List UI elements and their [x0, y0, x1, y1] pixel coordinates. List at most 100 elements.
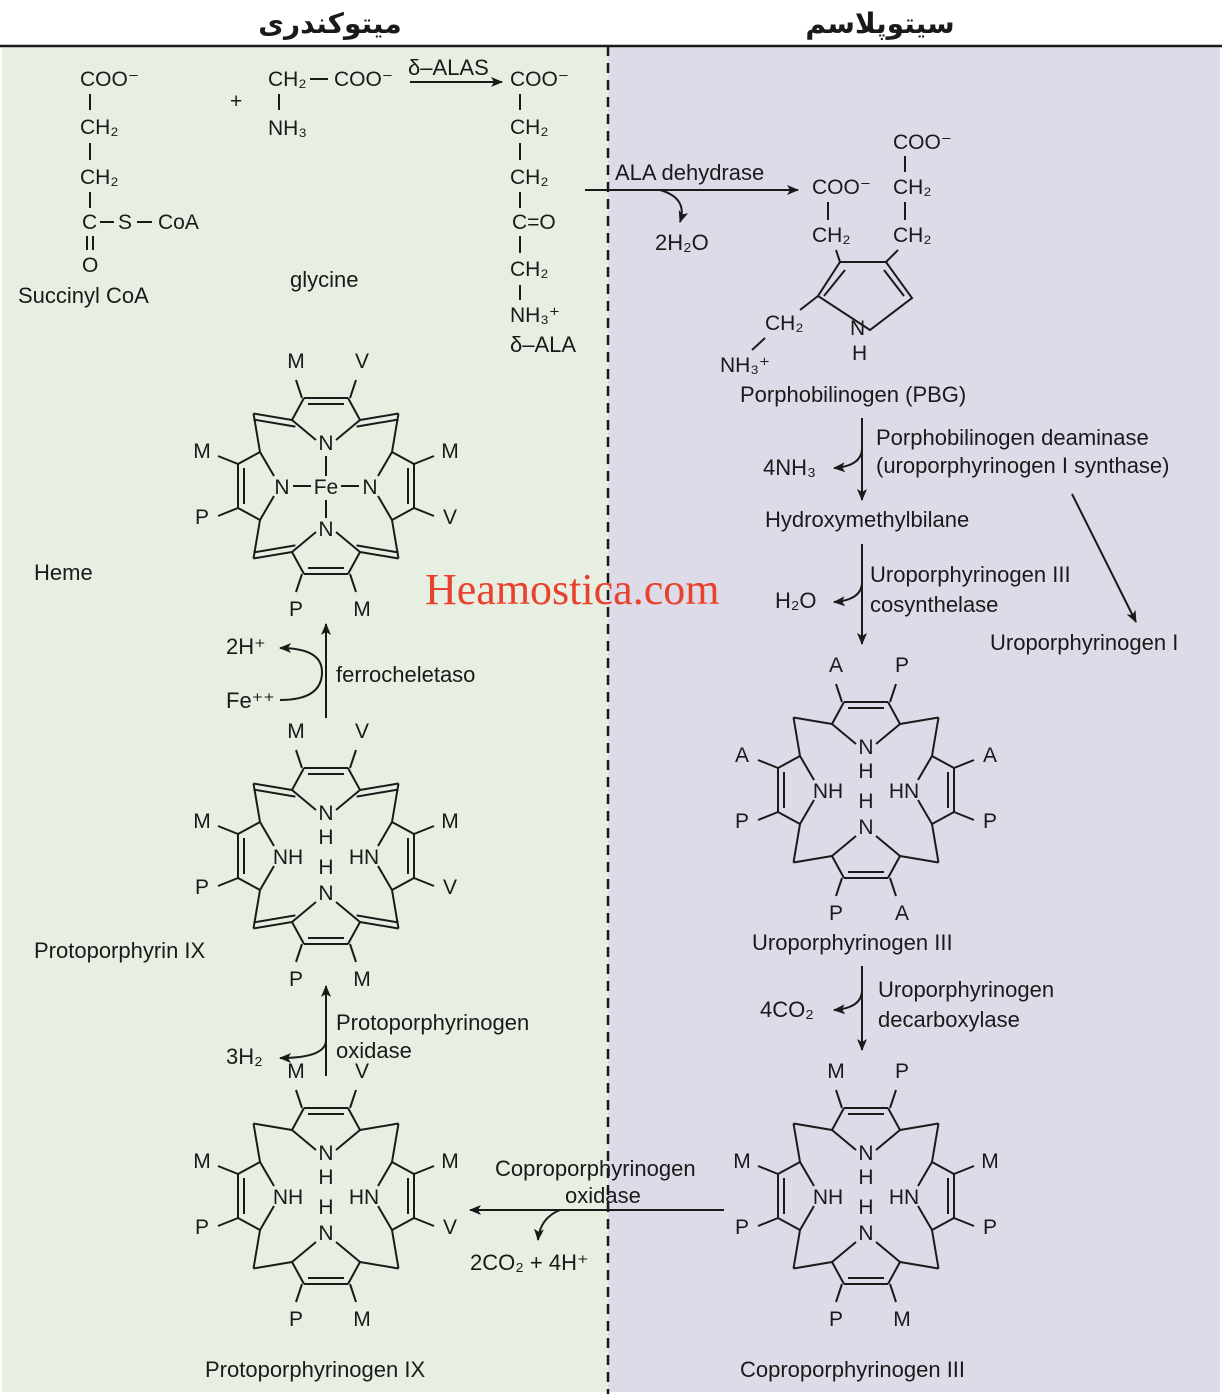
substituent-p: P: [289, 1308, 303, 1331]
substituent-p: P: [195, 876, 209, 899]
svg-text:COO⁻: COO⁻: [510, 68, 569, 91]
svg-text:CH₂: CH₂: [893, 224, 931, 247]
ring-nitrogen: N: [318, 518, 333, 541]
substituent-m: M: [441, 810, 459, 833]
byproduct-co2: 4CO₂: [760, 997, 814, 1022]
ring-nh: HN: [349, 1186, 379, 1209]
svg-text:CH₂: CH₂: [268, 68, 306, 91]
byproduct-water2: 2H₂O: [655, 230, 709, 255]
enzyme-copro-oxidase-2: oxidase: [565, 1183, 641, 1208]
svg-text:N: N: [850, 317, 865, 340]
enzyme-ferrochelatase: ferrocheletaso: [336, 662, 475, 687]
svg-text:NH₃⁺: NH₃⁺: [720, 354, 770, 377]
succinyl-coa-structure: COO⁻ CH₂ CH₂ C S CoA O: [80, 68, 199, 277]
ring-nh: HN: [349, 846, 379, 869]
substituent-p: P: [983, 1216, 997, 1239]
ring-hydrogen: H: [318, 1196, 333, 1219]
svg-text:COO⁻: COO⁻: [812, 176, 871, 199]
enzyme-cosynthase-2: cosynthelase: [870, 592, 998, 617]
substituent-v: V: [443, 1216, 457, 1239]
proto9-label: Protoporphyrin IX: [34, 938, 206, 963]
substituent-p: P: [829, 1308, 843, 1331]
substituent-m: M: [287, 1060, 305, 1083]
glycine-label: glycine: [290, 267, 358, 292]
substituent-m: M: [827, 1060, 845, 1083]
svg-text:H: H: [852, 342, 867, 365]
enzyme-copro-oxidase-1: Coproporphyrinogen: [495, 1156, 696, 1181]
pbg-label: Porphobilinogen (PBG): [740, 382, 966, 407]
ring-nitrogen: N: [274, 476, 289, 499]
plus-sign: +: [230, 90, 242, 113]
substituent-v: V: [355, 720, 369, 743]
svg-text:COO⁻: COO⁻: [80, 68, 139, 91]
substrate-fe: Fe⁺⁺: [226, 688, 275, 713]
enzyme-proto-oxidase-2: oxidase: [336, 1038, 412, 1063]
ring-nitrogen: N: [318, 802, 333, 825]
svg-text:CH₂: CH₂: [510, 258, 548, 281]
watermark: Heamostica.com: [425, 565, 719, 614]
svg-text:CH₂: CH₂: [765, 312, 803, 335]
arrow-ammonia-release: [833, 447, 863, 473]
ring-nitrogen: N: [858, 1222, 873, 1245]
arrow-co2-release: [833, 989, 863, 1015]
substituent-m: M: [441, 1150, 459, 1173]
d-ala-structure: COO⁻ CH₂ CH₂ C=O CH₂ NH₃⁺: [510, 68, 569, 327]
substituent-m: M: [193, 1150, 211, 1173]
substituent-a: A: [895, 902, 909, 925]
substituent-v: V: [443, 506, 457, 529]
svg-text:COO⁻: COO⁻: [893, 131, 952, 154]
ring-nitrogen: N: [858, 816, 873, 839]
substituent-m: M: [353, 598, 371, 621]
substituent-m: M: [287, 350, 305, 373]
enzyme-alas: δ–ALAS: [408, 55, 489, 80]
enzyme-decarboxylase-2: decarboxylase: [878, 1007, 1020, 1032]
arrow-co2-h-release: [534, 1209, 561, 1241]
svg-text:O: O: [82, 254, 98, 277]
substituent-v: V: [443, 876, 457, 899]
ring-nh: NH: [273, 1186, 303, 1209]
cytoplasm-panel: [608, 46, 1220, 1392]
svg-text:CH₂: CH₂: [80, 116, 118, 139]
enzyme-decarboxylase-1: Uroporphyrinogen: [878, 977, 1054, 1002]
svg-text:C=O: C=O: [512, 211, 556, 234]
byproduct-ammonia: 4NH₃: [763, 455, 816, 480]
substituent-m: M: [353, 968, 371, 991]
svg-text:CH₂: CH₂: [812, 224, 850, 247]
substituent-m: M: [193, 440, 211, 463]
ring-nitrogen: N: [858, 736, 873, 759]
svg-text:NH₃⁺: NH₃⁺: [510, 304, 560, 327]
substituent-a: A: [735, 744, 749, 767]
substituent-v: V: [355, 1060, 369, 1083]
ring-hydrogen: H: [318, 856, 333, 879]
uro3-label: Uroporphyrinogen III: [752, 930, 953, 955]
enzyme-proto-oxidase-1: Protoporphyrinogen: [336, 1010, 529, 1035]
byproduct-water: H₂O: [775, 588, 817, 613]
substituent-p: P: [895, 654, 909, 677]
svg-text:COO⁻: COO⁻: [334, 68, 393, 91]
substituent-p: P: [735, 810, 749, 833]
heme-label: Heme: [34, 560, 93, 585]
substituent-p: P: [289, 598, 303, 621]
ring-nh: NH: [273, 846, 303, 869]
enzyme-pbg-deaminase-2: (uroporphyrinogen I synthase): [876, 453, 1170, 478]
ring-nitrogen: N: [318, 1142, 333, 1165]
ring-nitrogen: N: [858, 1142, 873, 1165]
iron-atom: Fe: [314, 476, 339, 499]
substituent-m: M: [733, 1150, 751, 1173]
substituent-p: P: [289, 968, 303, 991]
protogen9-label: Protoporphyrinogen IX: [205, 1357, 425, 1382]
glycine-structure: CH₂ COO⁻ NH₃: [268, 68, 393, 140]
enzyme-ala-dehydrase: ALA dehydrase: [615, 160, 764, 185]
substituent-p: P: [735, 1216, 749, 1239]
header-mitochondria: میتوکندری: [258, 7, 401, 40]
svg-text:CH₂: CH₂: [510, 166, 548, 189]
byproduct-h: 2H⁺: [226, 634, 266, 659]
arrow-water-release: [659, 189, 689, 223]
svg-text:C: C: [82, 211, 97, 234]
mitochondria-panel: [2, 46, 608, 1392]
svg-text:CoA: CoA: [158, 211, 199, 234]
enzyme-pbg-deaminase-1: Porphobilinogen deaminase: [876, 425, 1149, 450]
